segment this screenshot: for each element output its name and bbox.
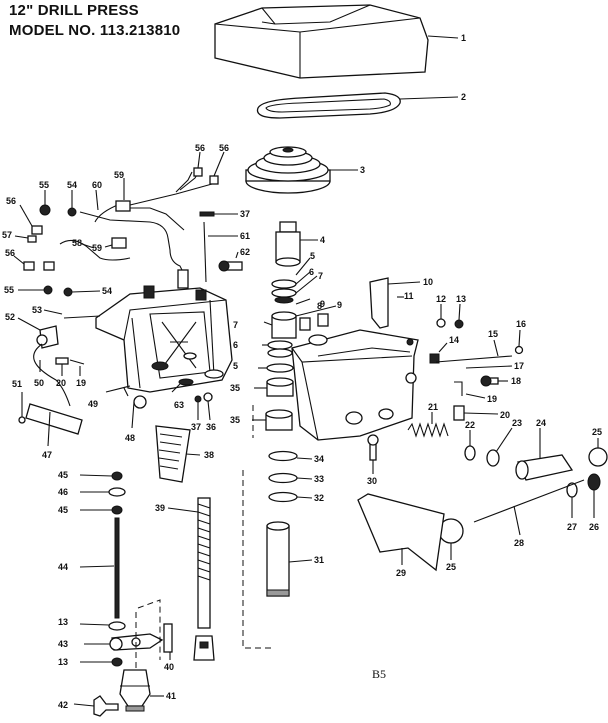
callout-16: 16 xyxy=(516,319,526,329)
diagram-title: 12" DRILL PRESS xyxy=(9,2,139,19)
spindle-sleeve xyxy=(275,221,301,267)
callout-19a: 19 xyxy=(487,394,497,404)
spindle-pulley xyxy=(245,146,331,194)
callout-56c: 56 xyxy=(195,143,205,153)
spindle-bearing-stack xyxy=(266,279,297,397)
belt-guard xyxy=(214,4,429,79)
callout-45b: 45 xyxy=(58,505,68,515)
callout-1: 1 xyxy=(461,33,466,43)
callout-37b: 37 xyxy=(240,209,250,219)
callout-54b: 54 xyxy=(102,286,112,296)
callout-25a: 25 xyxy=(592,427,602,437)
callout-61: 61 xyxy=(240,231,250,241)
motor-wiring xyxy=(59,167,219,289)
callout-26: 26 xyxy=(589,522,599,532)
callout-43: 43 xyxy=(58,639,68,649)
callout-57: 57 xyxy=(2,230,12,240)
callout-51: 51 xyxy=(12,379,22,389)
callout-9a: 9 xyxy=(320,299,325,309)
callout-7a: 7 xyxy=(318,271,323,281)
callout-24: 24 xyxy=(536,418,546,428)
table-housing xyxy=(291,329,419,441)
callout-6a: 6 xyxy=(309,267,314,277)
callout-22: 22 xyxy=(465,420,475,430)
model-number: MODEL NO. 113.213810 xyxy=(9,22,181,39)
callout-15: 15 xyxy=(488,329,498,339)
callout-44: 44 xyxy=(58,562,68,572)
callout-54a: 54 xyxy=(67,180,77,190)
callout-60: 60 xyxy=(92,180,102,190)
callout-25b: 25 xyxy=(446,562,456,572)
callout-14: 14 xyxy=(449,335,459,345)
callout-35b: 35 xyxy=(230,415,240,425)
callout-42: 42 xyxy=(58,700,68,710)
page-reference: B5 xyxy=(372,667,386,681)
callout-56a: 56 xyxy=(6,196,16,206)
pinion-shaft xyxy=(193,497,215,661)
callout-59b: 59 xyxy=(92,243,102,253)
callout-52: 52 xyxy=(5,312,15,322)
callout-59a: 59 xyxy=(114,170,124,180)
callout-56d: 56 xyxy=(219,143,229,153)
callout-32: 32 xyxy=(314,493,324,503)
callout-20b: 20 xyxy=(56,378,66,388)
callout-19b: 19 xyxy=(76,378,86,388)
callout-11: 11 xyxy=(404,291,414,301)
callout-31: 31 xyxy=(314,555,324,565)
callout-18: 18 xyxy=(511,376,521,386)
callout-23: 23 xyxy=(512,418,522,428)
callout-41: 41 xyxy=(166,691,176,701)
callout-30: 30 xyxy=(367,476,377,486)
callout-12: 12 xyxy=(436,294,446,304)
callout-47: 47 xyxy=(42,450,52,460)
callout-10: 10 xyxy=(423,277,433,287)
callout-50: 50 xyxy=(34,378,44,388)
callout-6b: 6 xyxy=(233,340,238,350)
callout-63: 63 xyxy=(174,400,184,410)
callout-33: 33 xyxy=(314,474,324,484)
callout-27: 27 xyxy=(567,522,577,532)
callout-40: 40 xyxy=(164,662,174,672)
callout-62: 62 xyxy=(240,247,250,257)
callout-5b: 5 xyxy=(233,361,238,371)
callout-48: 48 xyxy=(125,433,135,443)
callout-17: 17 xyxy=(514,361,524,371)
callout-49: 49 xyxy=(88,399,98,409)
callout-55a: 55 xyxy=(39,180,49,190)
drill-chuck xyxy=(119,669,151,712)
callout-55b: 55 xyxy=(4,285,14,295)
callout-20a: 20 xyxy=(500,410,510,420)
callout-8: 8 xyxy=(317,301,322,311)
callout-29: 29 xyxy=(396,568,406,578)
callout-4: 4 xyxy=(320,235,325,245)
callout-53: 53 xyxy=(32,305,42,315)
v-belt xyxy=(256,92,401,119)
callout-9b: 9 xyxy=(337,300,342,310)
callout-13a: 13 xyxy=(456,294,466,304)
callout-2: 2 xyxy=(461,92,466,102)
callout-39: 39 xyxy=(155,503,165,513)
callout-35a: 35 xyxy=(230,383,240,393)
callout-58: 58 xyxy=(72,238,82,248)
callout-56b: 56 xyxy=(5,248,15,258)
callout-21: 21 xyxy=(428,402,438,412)
callout-37a: 37 xyxy=(191,422,201,432)
callout-38: 38 xyxy=(204,450,214,460)
callout-46: 46 xyxy=(58,487,68,497)
callout-34: 34 xyxy=(314,454,324,464)
head-casting xyxy=(95,285,233,393)
callout-36: 36 xyxy=(206,422,216,432)
callout-28: 28 xyxy=(514,538,524,548)
callout-45a: 45 xyxy=(58,470,68,480)
callout-5a: 5 xyxy=(310,251,315,261)
quill-stack xyxy=(265,409,298,597)
callout-7b: 7 xyxy=(233,320,238,330)
callout-13c: 13 xyxy=(58,657,68,667)
callout-3: 3 xyxy=(360,165,365,175)
callout-13b: 13 xyxy=(58,617,68,627)
callout-labels: 1 2 3 4 5 5 6 6 7 7 8 9 9 10 11 12 13 13… xyxy=(2,33,602,710)
